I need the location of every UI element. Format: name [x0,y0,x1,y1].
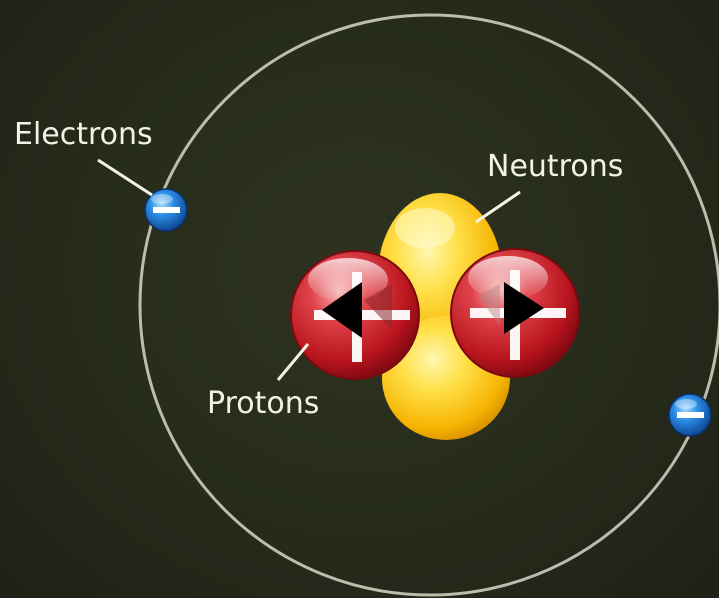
electron-orbit [138,13,719,597]
arrow-right-icon [504,282,544,334]
previous-button[interactable] [322,282,392,338]
protons-label: Protons [207,386,319,421]
minus-icon [677,412,704,418]
protons-leader-line [276,343,310,381]
next-button[interactable] [478,282,544,334]
minus-icon [153,207,180,213]
neutrons-leader-line [475,190,521,224]
electrons-label: Electrons [14,117,153,152]
electron-right [668,393,712,437]
electrons-leader-line [97,158,153,197]
arrow-left-icon [322,282,362,338]
electron-left [144,188,188,232]
neutrons-label: Neutrons [487,149,623,184]
